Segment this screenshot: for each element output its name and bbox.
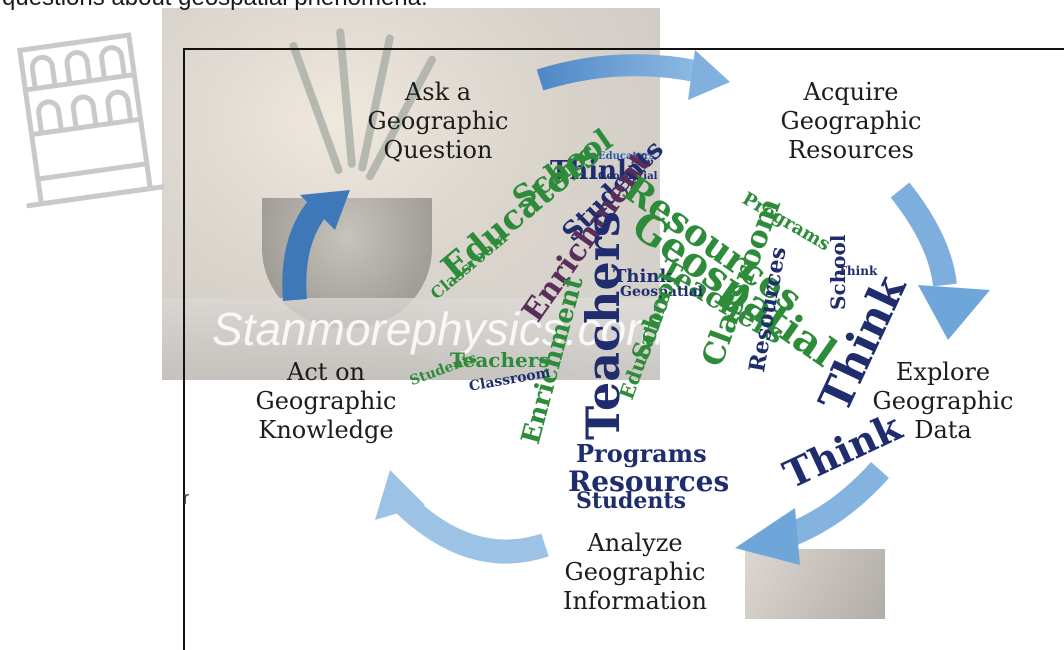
stage-explore-data: Explore Geographic Data	[858, 358, 1028, 445]
word-cloud-word: Programs	[576, 439, 707, 468]
arrow-ask-to-acquire	[536, 50, 730, 100]
cycle-arrows	[282, 50, 990, 565]
stage-explore-line-3: Data	[914, 416, 972, 444]
stage-acquire-resources: Acquire Geographic Resources	[756, 78, 946, 165]
word-cloud-word: Educators	[598, 151, 655, 162]
word-cloud-word: Think	[550, 156, 636, 186]
stage-acquire-line-3: Resources	[788, 136, 914, 164]
word-cloud-word: Think	[838, 264, 878, 278]
word-cloud-word: Geospatial	[598, 171, 658, 182]
diagram-frame	[183, 48, 1064, 650]
stage-ask-line-2: Geographic	[367, 107, 509, 135]
top-caption: questions about geospatial phenomena.	[2, 0, 428, 12]
word-cloud-word: Resources	[568, 465, 730, 498]
word-cloud-word: Teachers	[450, 348, 550, 372]
stage-explore-line-2: Geographic	[872, 387, 1014, 415]
arrow-analyze-to-act	[375, 470, 549, 564]
word-cloud-word: Students	[576, 488, 686, 514]
arrow-explore-to-analyze	[735, 461, 889, 565]
stage-act-line-2: Geographic	[255, 387, 397, 415]
leaning-tower-icon	[16, 32, 164, 209]
stage-ask-question: Ask a Geographic Question	[352, 78, 524, 165]
stage-act-line-3: Knowledge	[258, 416, 394, 444]
stage-acquire-line-2: Geographic	[780, 107, 922, 135]
stage-ask-line-1: Ask a	[404, 78, 472, 106]
stage-analyze-line-1: Analyze	[587, 529, 683, 557]
word-cloud-word: Geospatial	[620, 284, 704, 300]
word-cloud-word: Think	[613, 266, 672, 287]
stage-act-line-1: Act on	[287, 358, 365, 386]
stage-acquire-line-1: Acquire	[803, 78, 899, 106]
stage-analyze-information: Analyze Geographic Information	[545, 529, 725, 616]
stage-act-knowledge: Act on Geographic Knowledge	[236, 358, 416, 445]
word-cloud-word: Teachers	[576, 211, 630, 440]
stage-analyze-line-2: Geographic	[564, 558, 706, 586]
background-photo-right	[745, 549, 885, 619]
stage-explore-line-1: Explore	[895, 358, 991, 386]
stage-ask-line-3: Question	[383, 136, 493, 164]
arrow-act-to-ask	[282, 190, 350, 301]
arrow-acquire-to-explore	[890, 182, 990, 340]
stage-analyze-line-3: Information	[562, 587, 708, 615]
stray-character: r	[183, 488, 189, 508]
watermark: Stanmorephysics.com	[212, 302, 665, 356]
